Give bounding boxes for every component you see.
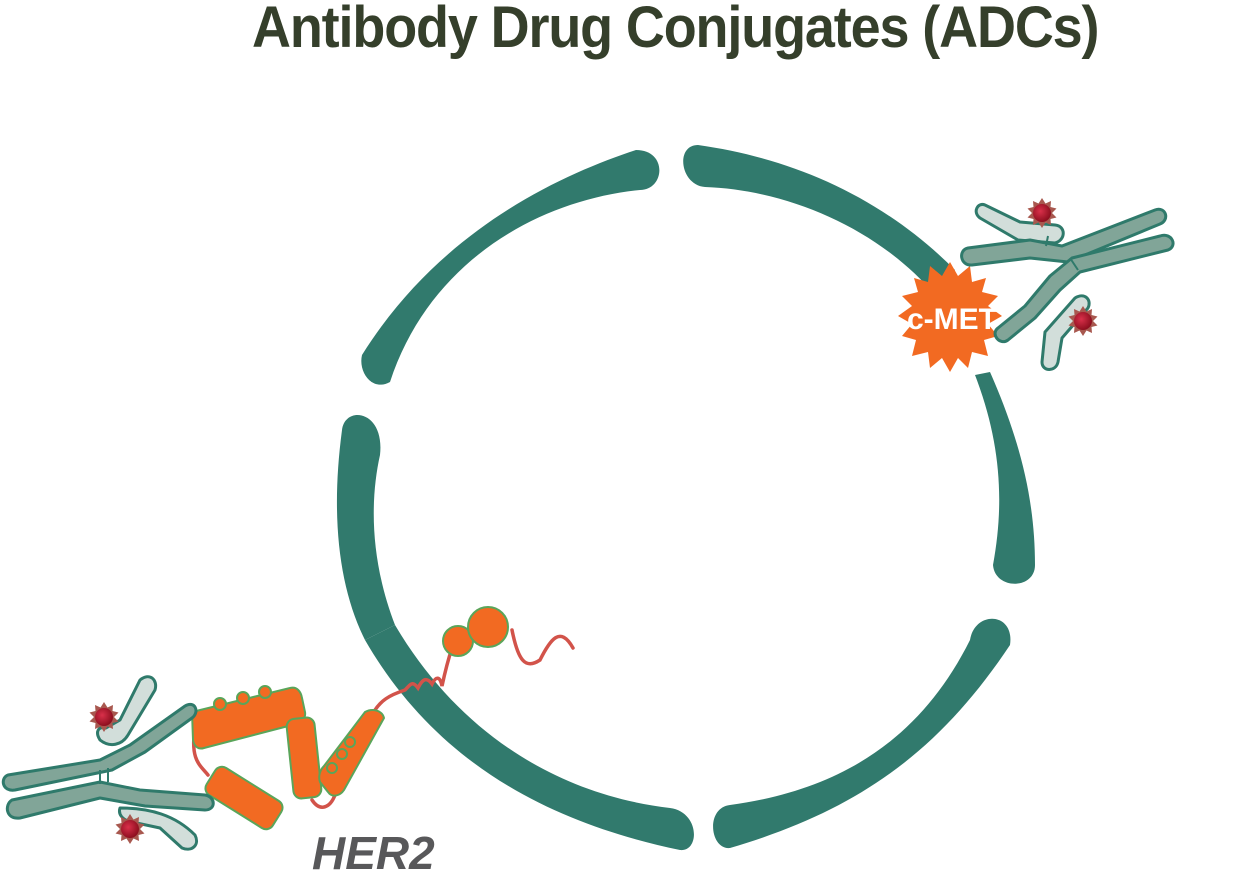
- her2-heavy-chain-bottom: [5, 780, 215, 820]
- diagram-title: Antibody Drug Conjugates (ADCs): [252, 0, 1100, 60]
- cmet-heavy-chain-bottom: [993, 233, 1175, 343]
- her2-domain-2: [204, 765, 284, 831]
- cmet-light-chain-top: [974, 202, 1065, 245]
- cmet-label: c-MET: [907, 303, 997, 336]
- membrane-arc-bottom-right: [713, 618, 1011, 849]
- adc-cmet-antibody: [960, 202, 1175, 371]
- membrane-arc-bottom-left: [365, 625, 694, 851]
- her2-label: HER2: [312, 827, 435, 879]
- membrane-arc-top-right: [683, 145, 955, 295]
- membrane-arc-left: [336, 415, 395, 640]
- membrane-arc-top-left: [361, 150, 660, 385]
- her2-domain-3: [285, 716, 323, 800]
- her2-heavy-chain-top: [1, 703, 198, 792]
- her2-receptor: [190, 606, 575, 831]
- cmet-receptor: c-MET: [898, 262, 1002, 372]
- cell-membrane: [336, 145, 1035, 851]
- membrane-arc-right: [975, 372, 1035, 584]
- cmet-heavy-chain-top: [960, 207, 1168, 267]
- her2-domain-4: [318, 709, 386, 797]
- adc-her2-antibody: [1, 675, 215, 851]
- her2-globule-large: [467, 606, 509, 648]
